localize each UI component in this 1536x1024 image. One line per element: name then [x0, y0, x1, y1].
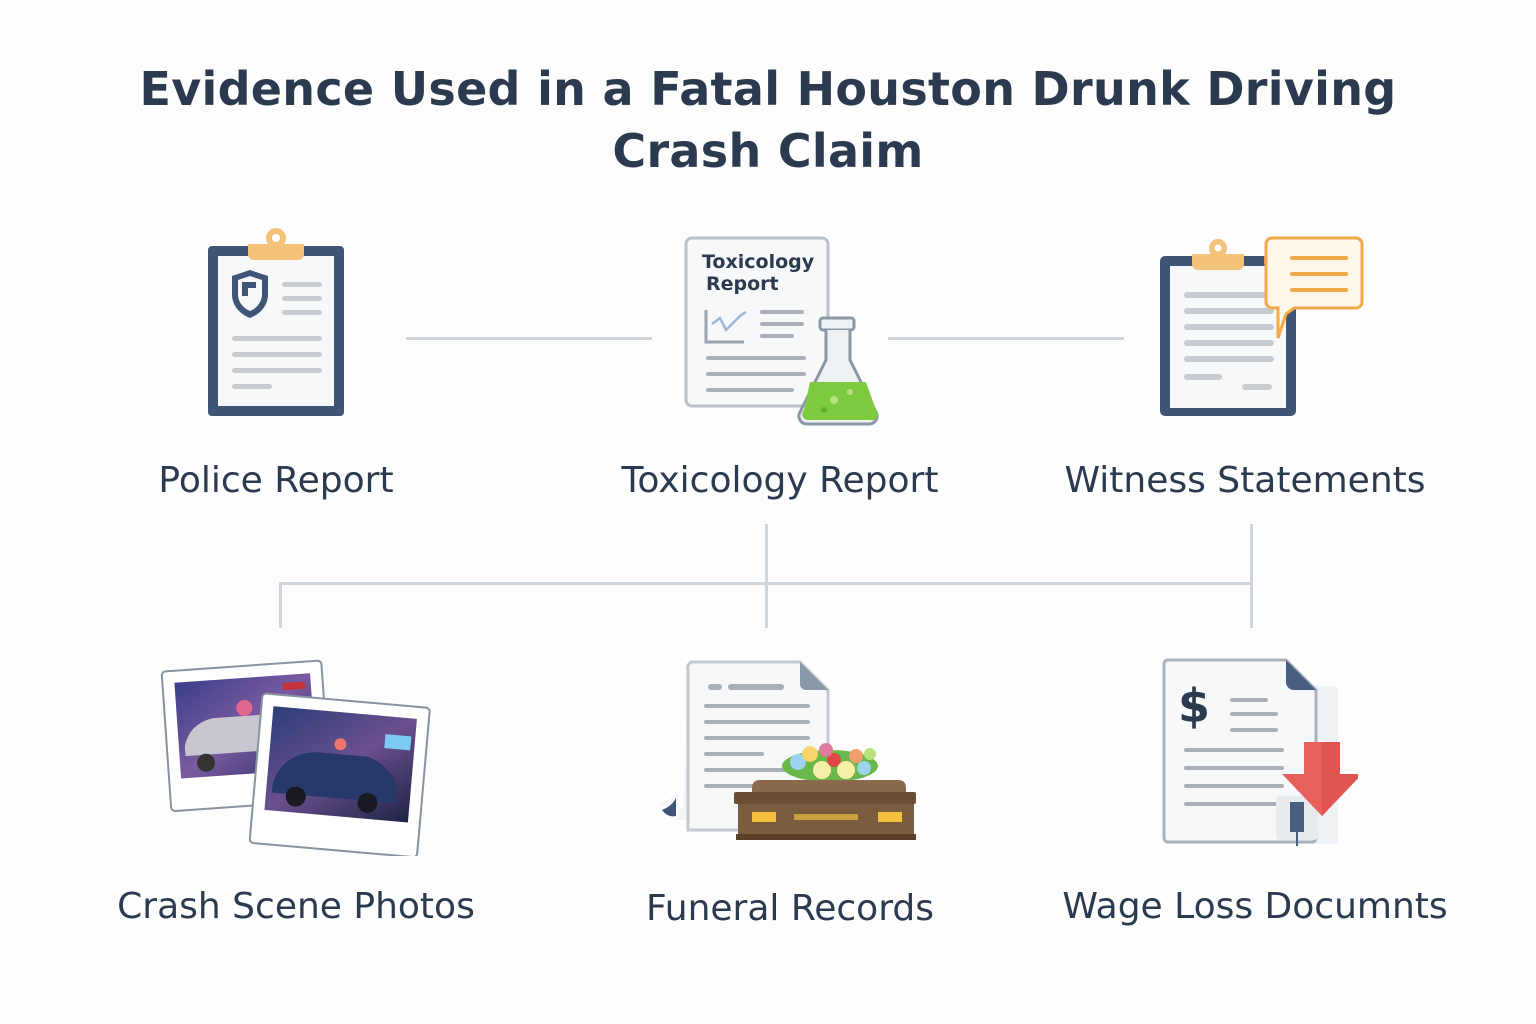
clipboard-shield-icon: [196, 224, 356, 424]
document-casket-icon: [658, 658, 920, 842]
icon-text-report: Report: [706, 273, 779, 295]
crash-photos-icon: [160, 652, 432, 859]
dollar-sign-icon: $: [1178, 679, 1210, 733]
connector-witness-down: [1250, 524, 1253, 628]
clipboard-speech-bubble-icon: [1156, 234, 1366, 420]
label-wage-loss-documents: Wage Loss Documnts: [1062, 886, 1448, 927]
connector-police-toxicology: [406, 337, 652, 340]
toxicology-flask-icon: Toxicology Report: [684, 234, 884, 430]
label-witness-statements: Witness Statements: [1064, 460, 1426, 501]
title-line-2: Crash Claim: [612, 124, 924, 178]
connector-toxicology-witness: [888, 337, 1124, 340]
wage-document-down-arrow-icon: $: [1158, 656, 1362, 852]
label-funeral-records: Funeral Records: [646, 888, 934, 929]
connector-horizontal-bus: [279, 582, 1253, 585]
label-police-report: Police Report: [158, 460, 394, 501]
title-line-1: Evidence Used in a Fatal Houston Drunk D…: [139, 62, 1397, 116]
icon-text-toxicology: Toxicology: [702, 251, 815, 273]
label-toxicology-report: Toxicology Report: [621, 460, 939, 501]
connector-photos-drop: [279, 582, 282, 628]
connector-toxicology-down: [765, 524, 768, 628]
label-crash-scene-photos: Crash Scene Photos: [117, 886, 475, 927]
page-title: Evidence Used in a Fatal Houston Drunk D…: [0, 58, 1536, 182]
